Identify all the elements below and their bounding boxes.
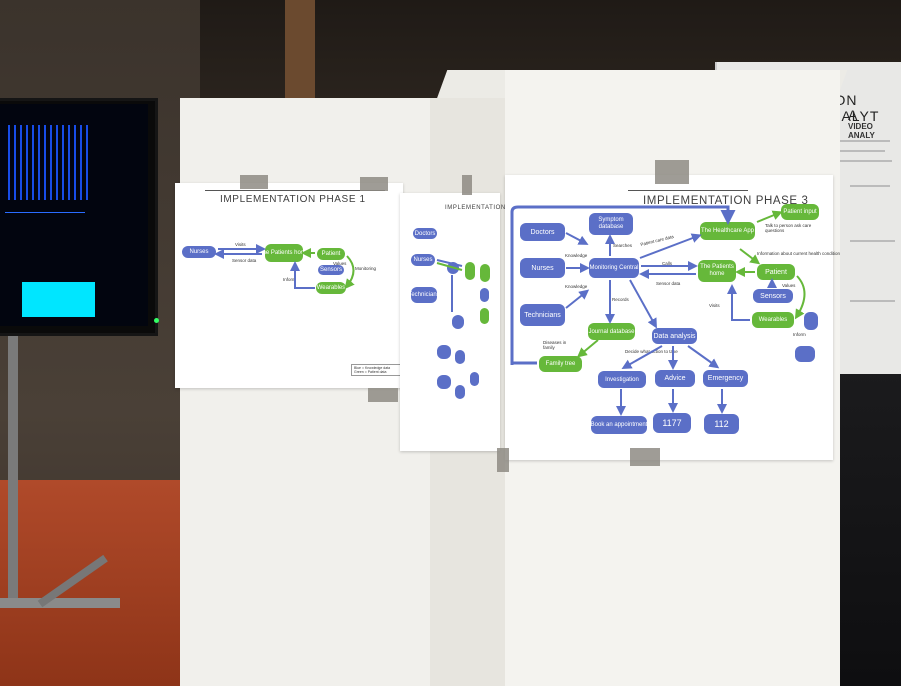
phase3-node-patient: Patient (757, 264, 795, 280)
phase3-title: IMPLEMENTATION PHASE 3 (643, 195, 809, 207)
tv-stand-pole (8, 336, 18, 606)
tv-cyan-box (22, 282, 95, 317)
phase1-legend: Blue = Knowledge data Green = Patient da… (351, 364, 402, 376)
phase1-node-patient: Patient (317, 248, 345, 260)
phase2-node-box (455, 385, 465, 399)
phase3-label-sensor-data: Sensor data (656, 281, 681, 286)
phase3-label-talk: Talk to person ask care questions (765, 223, 812, 233)
tv-power-led (154, 318, 159, 323)
tv-stand-base (0, 598, 120, 608)
phase1-label-visits: Visits (235, 242, 246, 247)
phase3-title-rule (628, 190, 748, 191)
tape-piece (462, 175, 472, 195)
phase3-node-technicians: Technicians (520, 304, 565, 326)
poster-text-line (830, 140, 890, 142)
phase3-node-monitoring-central: Monitoring Central (589, 258, 639, 278)
phase1-title: IMPLEMENTATION PHASE 1 (220, 194, 366, 205)
phase1-label-sensor-data: Sensor data (232, 258, 257, 263)
phase1-title-rule (205, 190, 385, 191)
tape-piece (240, 175, 268, 189)
tv-signal-bars (8, 125, 88, 200)
phase3-node-symptom-database: Symptom database (589, 213, 633, 235)
phase3-node-data-analysis: Data analysis (652, 328, 697, 344)
phase3-node-healthcare-app: The Healthcare App (700, 222, 755, 240)
phase3-node-investigation: Investigation (598, 371, 646, 388)
poster-text-line (850, 185, 890, 187)
phase3-label-knowledge-2: Knowledge (565, 284, 588, 289)
phase3-node-112: 112 (704, 414, 739, 434)
poster-text-line (850, 240, 895, 242)
poster-section-heading: VIDEO ANALY (848, 122, 875, 140)
phase2-node-box (452, 315, 464, 329)
phase1-label-values: Values (333, 261, 347, 266)
phase1-poster (175, 183, 403, 388)
phase3-node-edge (804, 312, 818, 330)
phase1-node-wearables: Wearables (316, 282, 346, 294)
phase2-node-nurses: Nurses (411, 254, 435, 266)
tape-piece (630, 448, 660, 466)
wooden-frame (285, 0, 315, 100)
phase3-label-inform: Inform (793, 332, 806, 337)
phase2-node-doctors: Doctors (413, 228, 437, 239)
phase3-node-edge (795, 346, 815, 362)
phase3-node-1177: 1177 (653, 413, 691, 433)
phase2-node-box (480, 288, 489, 302)
phase3-label-searches: Searches (613, 243, 633, 248)
red-floor (0, 480, 200, 686)
phase3-node-advice: Advice (655, 370, 695, 387)
phase1-label-inform: Inform (283, 277, 296, 282)
tape-piece (368, 388, 398, 402)
phase2-title: IMPLEMENTATION PHASE 2 (445, 205, 538, 211)
phase3-label-knowledge-1: Knowledge (565, 253, 588, 258)
phase2-node-box (470, 372, 479, 386)
phase2-node-box (480, 264, 490, 282)
phase3-label-diseases: Diseases in family (543, 340, 567, 350)
phase3-node-patient-input: Patient input (781, 204, 819, 220)
tape-piece (655, 160, 689, 184)
phase3-label-calls: Calls (662, 261, 673, 266)
tv-axis (5, 212, 85, 213)
poster-text-line (850, 300, 895, 302)
phase1-label-monitoring: Monitoring (355, 266, 377, 271)
tape-piece (497, 448, 509, 472)
poster-text-line (830, 160, 892, 162)
phase1-legend-blue: Blue = Knowledge data (354, 366, 391, 370)
tape-piece (360, 177, 388, 191)
phase2-node-box (465, 262, 475, 280)
phase3-label-records: Records (612, 297, 629, 302)
phase3-node-journal-database: Journal database (588, 323, 635, 340)
phase3-node-sensors: Sensors (753, 289, 793, 303)
phase2-node-box (480, 308, 489, 324)
phase2-node-box (437, 375, 451, 389)
phase1-node-sensors: Sensors (318, 265, 344, 275)
phase3-label-values: Values (782, 283, 796, 288)
phase3-label-visits: Visits (709, 303, 720, 308)
poster-text-line (830, 150, 885, 152)
phase3-node-family-tree: Family tree (539, 356, 582, 372)
phase1-node-nurses: Nurses (182, 246, 216, 258)
phase3-node-patients-home: The Patients home (698, 260, 736, 282)
phase3-node-wearables: Wearables (752, 312, 794, 328)
phase3-label-decide: Decide what action to take (625, 349, 678, 354)
phase2-node-box (437, 345, 451, 359)
phase3-node-doctors: Doctors (520, 223, 565, 241)
phase1-node-patients-home: The Patients home (265, 244, 303, 262)
phase2-node-technicians: Technicians (411, 287, 437, 303)
phase3-node-nurses: Nurses (520, 258, 565, 278)
phase2-node-box (447, 262, 459, 274)
phase2-node-box (455, 350, 465, 364)
poster-title-fragment-2: A (848, 107, 859, 123)
phase3-node-book-appointment: Book an appointment (591, 416, 647, 434)
phase1-legend-green: Green = Patient data (354, 370, 387, 374)
phase3-node-emergency: Emergency (703, 370, 748, 387)
phase3-label-info: Information about current health conditi… (757, 251, 841, 256)
